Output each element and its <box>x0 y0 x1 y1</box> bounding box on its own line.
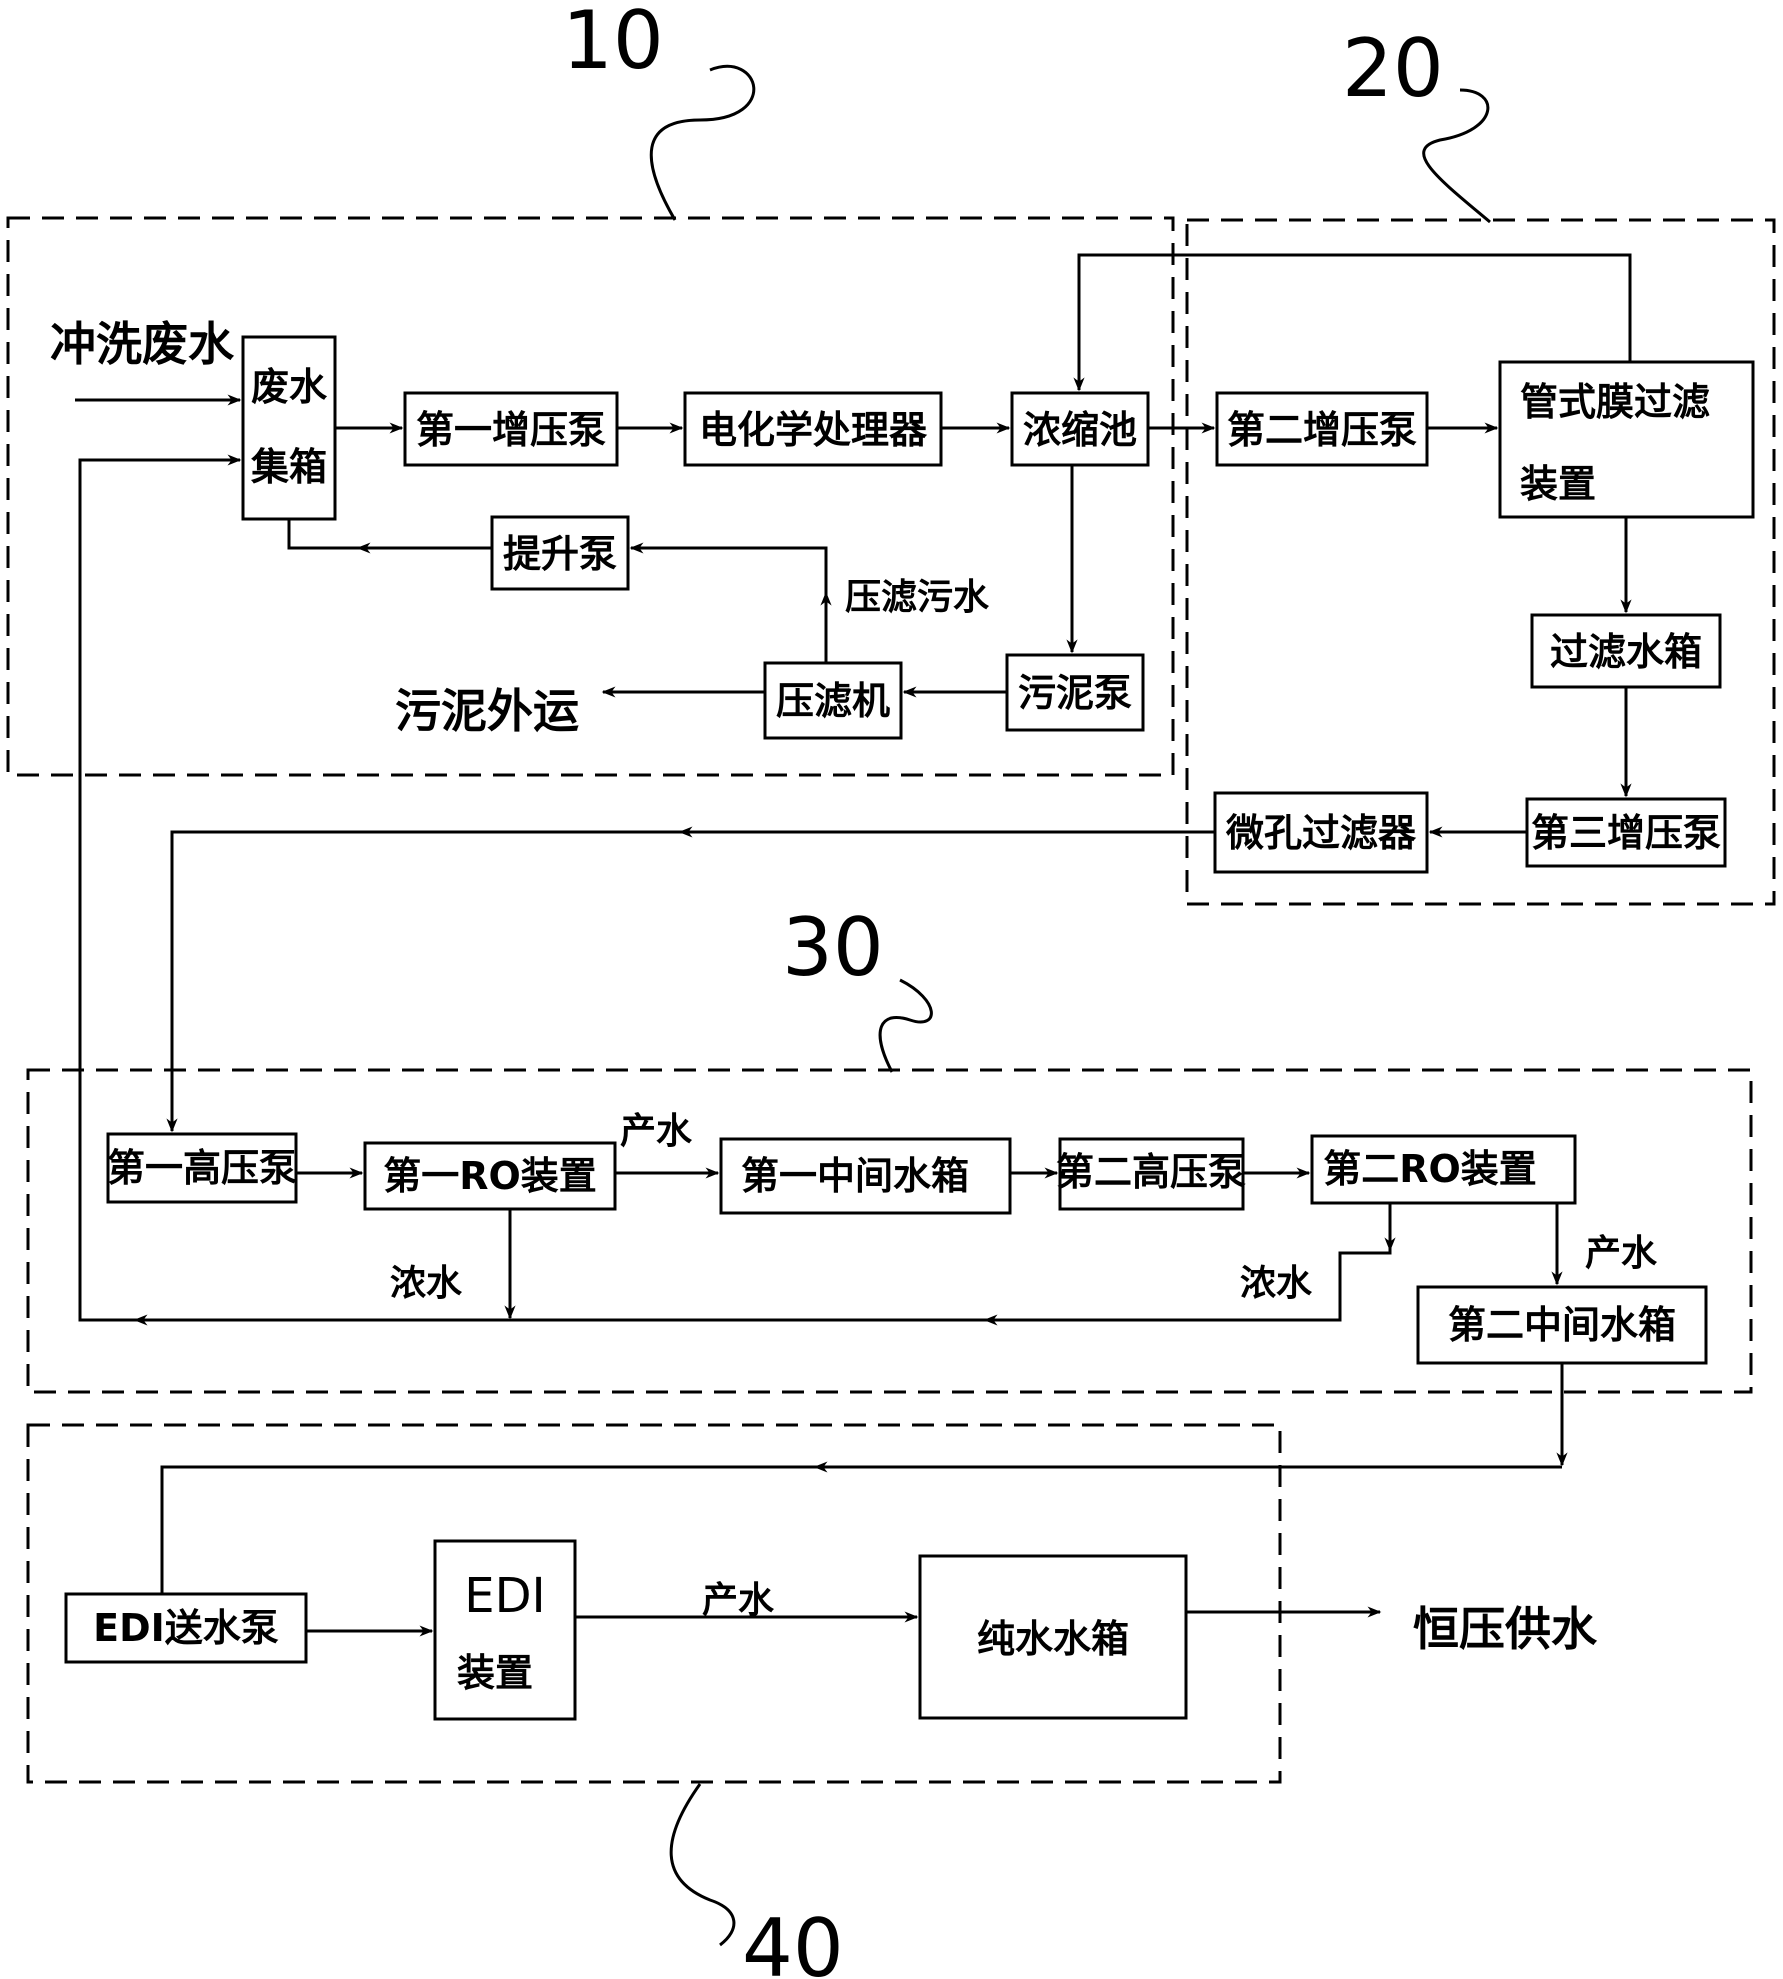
flow-mid2-to-edi-pump <box>160 1465 1562 1594</box>
product-water-label-2: 产水 <box>1585 1233 1658 1274</box>
zone-20 <box>1185 218 1776 906</box>
ro-unit-1-label: 第一RO装置 <box>383 1154 597 1198</box>
waste-collection-label-2: 集箱 <box>250 445 327 489</box>
flow-microfilter-to-hp1 <box>166 830 1215 1133</box>
zone-number-30: 30 <box>782 901 884 994</box>
constant-pressure-supply-label: 恒压供水 <box>1413 1602 1598 1656</box>
intermediate-tank-1-label: 第一中间水箱 <box>741 1154 969 1198</box>
high-pressure-pump-2-box <box>1058 1137 1245 1211</box>
pure-water-tank-box <box>918 1554 1188 1720</box>
ro-unit-2-box <box>1310 1134 1577 1205</box>
booster-pump-2-box <box>1215 391 1429 467</box>
concentrate-label-1: 浓水 <box>390 1263 463 1304</box>
edi-feed-pump-box <box>64 1592 308 1664</box>
intermediate-tank-2-label: 第二中间水箱 <box>1448 1303 1676 1347</box>
product-water-label-3: 产水 <box>702 1580 775 1621</box>
zone-number-10: 10 <box>562 0 664 87</box>
leader-40 <box>669 1783 736 1947</box>
tube-membrane-label-2: 装置 <box>1520 462 1596 506</box>
concentrate-label-2: 浓水 <box>1240 1263 1313 1304</box>
edi-unit-label-1: EDI <box>464 1568 545 1624</box>
sludge-pump-label: 污泥泵 <box>1018 671 1132 715</box>
zone-10 <box>6 216 1175 777</box>
flow-ro2-concentrate <box>78 458 1392 1322</box>
high-pressure-pump-1-box <box>106 1132 298 1204</box>
filter-press-label: 压滤机 <box>776 679 890 723</box>
intermediate-tank-1-box <box>719 1137 1012 1215</box>
lift-pump-label: 提升泵 <box>503 532 617 576</box>
ro-unit-2-label: 第二RO装置 <box>1323 1147 1537 1191</box>
concentration-tank-label: 浓缩池 <box>1023 408 1137 452</box>
pure-water-tank-label: 纯水水箱 <box>977 1617 1129 1661</box>
edi-unit-box <box>433 1539 577 1721</box>
zone-number-40: 40 <box>742 1902 844 1979</box>
booster-pump-3-label: 第三增压泵 <box>1531 811 1721 855</box>
electrochemical-label: 电化学处理器 <box>699 408 928 452</box>
zone-number-20: 20 <box>1342 22 1444 115</box>
filter-water-tank-box <box>1530 613 1722 689</box>
zone-40 <box>26 1423 1282 1784</box>
leader-20 <box>1422 88 1491 224</box>
high-pressure-pump-2-label: 第二高压泵 <box>1056 1150 1246 1194</box>
leader-30 <box>878 978 933 1073</box>
flow-tube-membrane-return <box>1073 253 1632 392</box>
microfilter-label: 微孔过滤器 <box>1225 811 1417 855</box>
edi-feed-pump-label: EDI送水泵 <box>93 1606 279 1650</box>
edi-unit-label-2: 装置 <box>457 1651 533 1695</box>
press-water-label: 压滤污水 <box>845 577 990 618</box>
tube-membrane-box <box>1498 360 1755 519</box>
booster-pump-1-box <box>403 391 619 467</box>
flow-press-water-to-lift-pump <box>629 542 828 600</box>
filter-water-tank-label: 过滤水箱 <box>1550 630 1702 674</box>
booster-pump-1-label: 第一增压泵 <box>416 408 606 452</box>
filter-press-box <box>763 661 903 740</box>
waste-collection-label-1: 废水 <box>251 365 328 409</box>
high-pressure-pump-1-label: 第一高压泵 <box>107 1146 297 1190</box>
flow-lift-pump-to-waste-box <box>287 519 492 550</box>
lift-pump-box <box>490 515 630 591</box>
waste-collection-box <box>241 335 337 521</box>
flush-water-label: 冲洗废水 <box>50 317 235 371</box>
booster-pump-3-box <box>1525 797 1727 868</box>
booster-pump-2-label: 第二增压泵 <box>1227 408 1417 452</box>
tube-membrane-label-1: 管式膜过滤 <box>1520 380 1710 424</box>
ro-unit-1-box <box>363 1141 617 1211</box>
leader-10 <box>649 64 756 221</box>
intermediate-tank-2-box <box>1416 1285 1708 1365</box>
sludge-out-label: 污泥外运 <box>395 684 579 738</box>
product-water-label-1: 产水 <box>620 1111 693 1152</box>
